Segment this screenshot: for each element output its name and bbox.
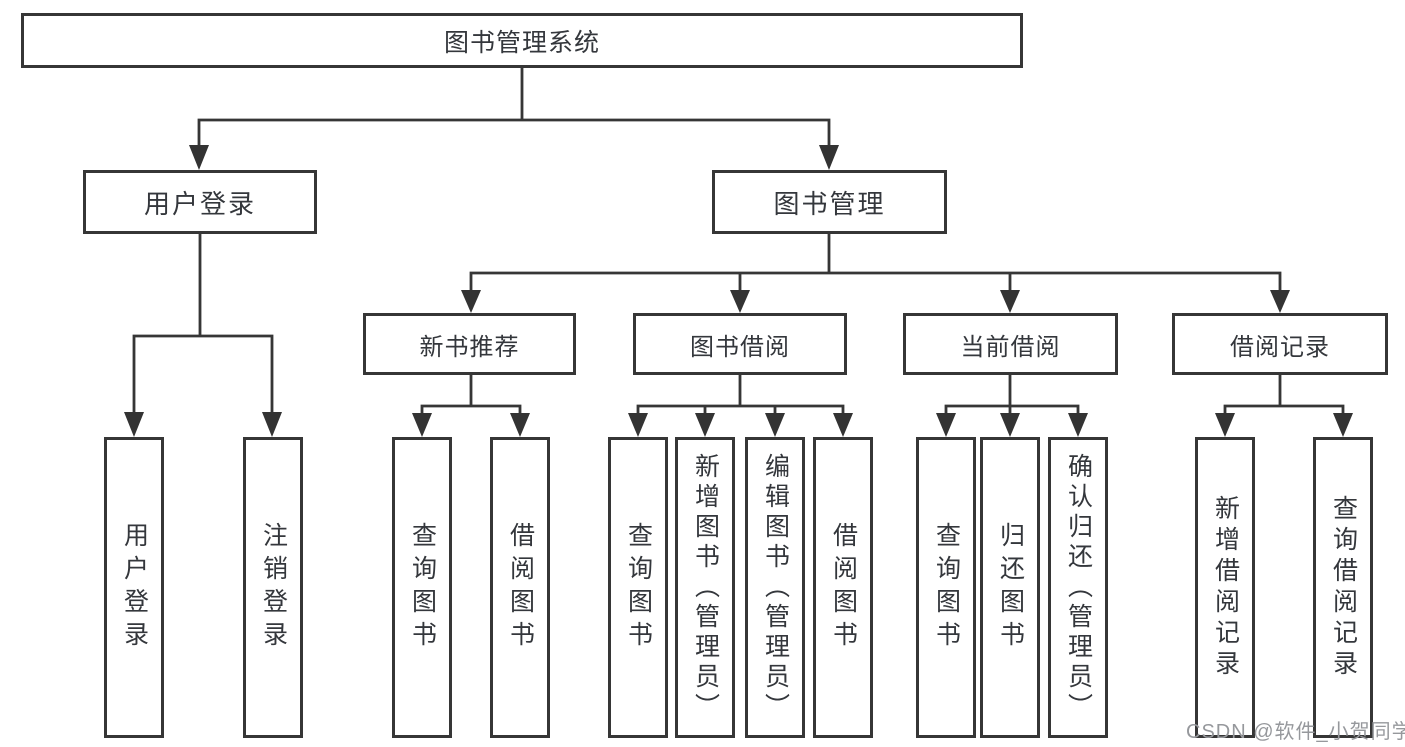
node-system-root: 图书管理系统 [21, 13, 1023, 68]
leaf-query-books-current: 查询图书 [916, 437, 976, 738]
arrowhead-icon [510, 413, 530, 437]
arrowhead-icon [628, 413, 648, 437]
arrowhead-icon [1068, 413, 1088, 437]
node-user-login: 用户登录 [83, 170, 317, 234]
arrowhead-icon [262, 412, 282, 437]
node-label: 图书借阅 [690, 333, 790, 361]
node-label: 编辑图书（管理员） [761, 452, 790, 723]
node-label: 新增图书（管理员） [691, 452, 720, 723]
arrowhead-icon [765, 413, 785, 437]
node-label: 查询图书 [932, 521, 961, 654]
arrowhead-icon [412, 413, 432, 437]
edge-borrow-records-to-leaves [1215, 373, 1353, 437]
leaf-return-books: 归还图书 [980, 437, 1040, 738]
arrowhead-icon [1215, 413, 1235, 437]
leaf-add-borrow-record: 新增借阅记录 [1195, 437, 1255, 738]
node-label: 用户登录 [120, 521, 149, 654]
edge-book-management-to-level3 [461, 232, 1290, 313]
node-label: 查询图书 [408, 521, 437, 654]
arrowhead-icon [730, 290, 750, 313]
node-new-book-recommend: 新书推荐 [363, 313, 576, 375]
leaf-query-books-recommend: 查询图书 [392, 437, 452, 738]
leaf-edit-books-admin: 编辑图书（管理员） [745, 437, 805, 738]
node-label: 确认归还（管理员） [1064, 452, 1093, 723]
node-label: 新书推荐 [419, 333, 520, 361]
arrowhead-icon [461, 290, 481, 313]
arrowhead-icon [189, 145, 209, 170]
node-label: 新增借阅记录 [1211, 494, 1240, 681]
arrowhead-icon [833, 413, 853, 437]
edge-current-borrow-to-leaves [936, 373, 1088, 437]
node-label: 图书管理系统 [443, 28, 600, 57]
node-current-borrow: 当前借阅 [903, 313, 1118, 375]
node-book-management: 图书管理 [712, 170, 947, 234]
leaf-add-books-admin: 新增图书（管理员） [675, 437, 735, 738]
node-label: 查询借阅记录 [1329, 494, 1358, 681]
leaf-confirm-return-admin: 确认归还（管理员） [1048, 437, 1108, 738]
arrowhead-icon [1000, 413, 1020, 437]
leaf-borrow-books-recommend: 借阅图书 [490, 437, 550, 738]
edge-book-borrow-to-leaves [628, 373, 853, 437]
arrowhead-icon [1270, 290, 1290, 313]
node-label: 借阅记录 [1230, 333, 1330, 361]
arrowhead-icon [695, 413, 715, 437]
node-book-borrow: 图书借阅 [633, 313, 847, 375]
csdn-watermark: CSDN @软件_小贺同学 [1186, 721, 1405, 743]
node-label: 当前借阅 [960, 333, 1061, 361]
node-label: 查询图书 [624, 521, 653, 654]
arrowhead-icon [1000, 290, 1020, 313]
node-borrow-records: 借阅记录 [1172, 313, 1388, 375]
edge-root-to-level2 [189, 66, 839, 170]
leaf-logout: 注销登录 [243, 437, 303, 738]
leaf-user-login: 用户登录 [104, 437, 164, 738]
arrowhead-icon [1333, 413, 1353, 437]
leaf-query-borrow-record: 查询借阅记录 [1313, 437, 1373, 738]
leaf-borrow-books: 借阅图书 [813, 437, 873, 738]
node-label: 注销登录 [259, 521, 288, 654]
node-label: 借阅图书 [506, 521, 535, 654]
node-label: 归还图书 [996, 521, 1025, 654]
node-label: 用户登录 [143, 188, 256, 219]
edge-new-book-recommend-to-leaves [412, 373, 530, 437]
arrowhead-icon [819, 145, 839, 170]
arrowhead-icon [124, 412, 144, 437]
node-label: 借阅图书 [829, 521, 858, 654]
edge-user-login-to-leaves [124, 232, 282, 437]
leaf-query-books-borrow: 查询图书 [608, 437, 668, 738]
arrowhead-icon [936, 413, 956, 437]
node-label: 图书管理 [773, 188, 886, 219]
